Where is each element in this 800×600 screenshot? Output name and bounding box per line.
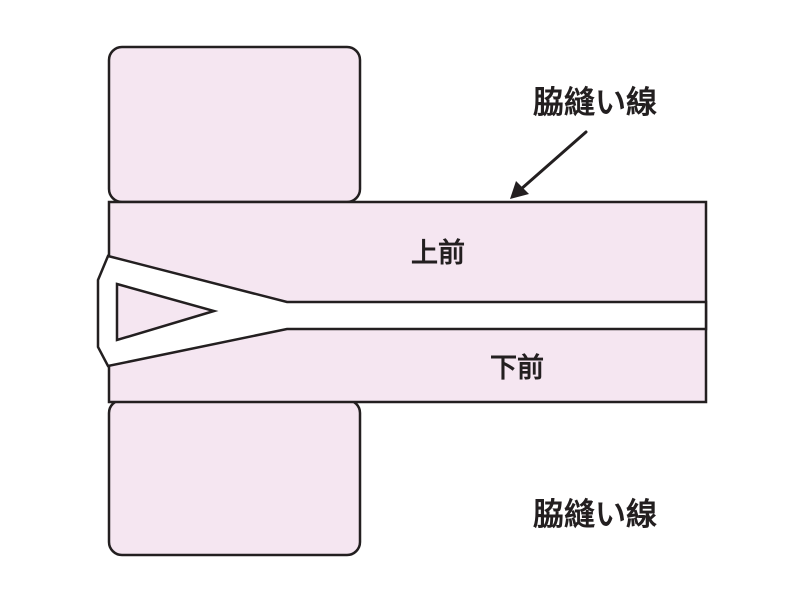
inner-fold-triangle (115, 282, 219, 342)
collar-fold-shape (96, 254, 708, 368)
lower-sleeve-panel (107, 398, 362, 557)
side-seam-arrow (510, 130, 588, 199)
lower-front-label: 下前 (490, 353, 544, 384)
side-seam-caption-label: 脇縫い線 (533, 497, 657, 533)
side-seam-callout-label: 脇縫い線 (533, 85, 657, 121)
upper-sleeve-panel (107, 45, 362, 204)
upper-front-label: 上前 (411, 238, 465, 269)
